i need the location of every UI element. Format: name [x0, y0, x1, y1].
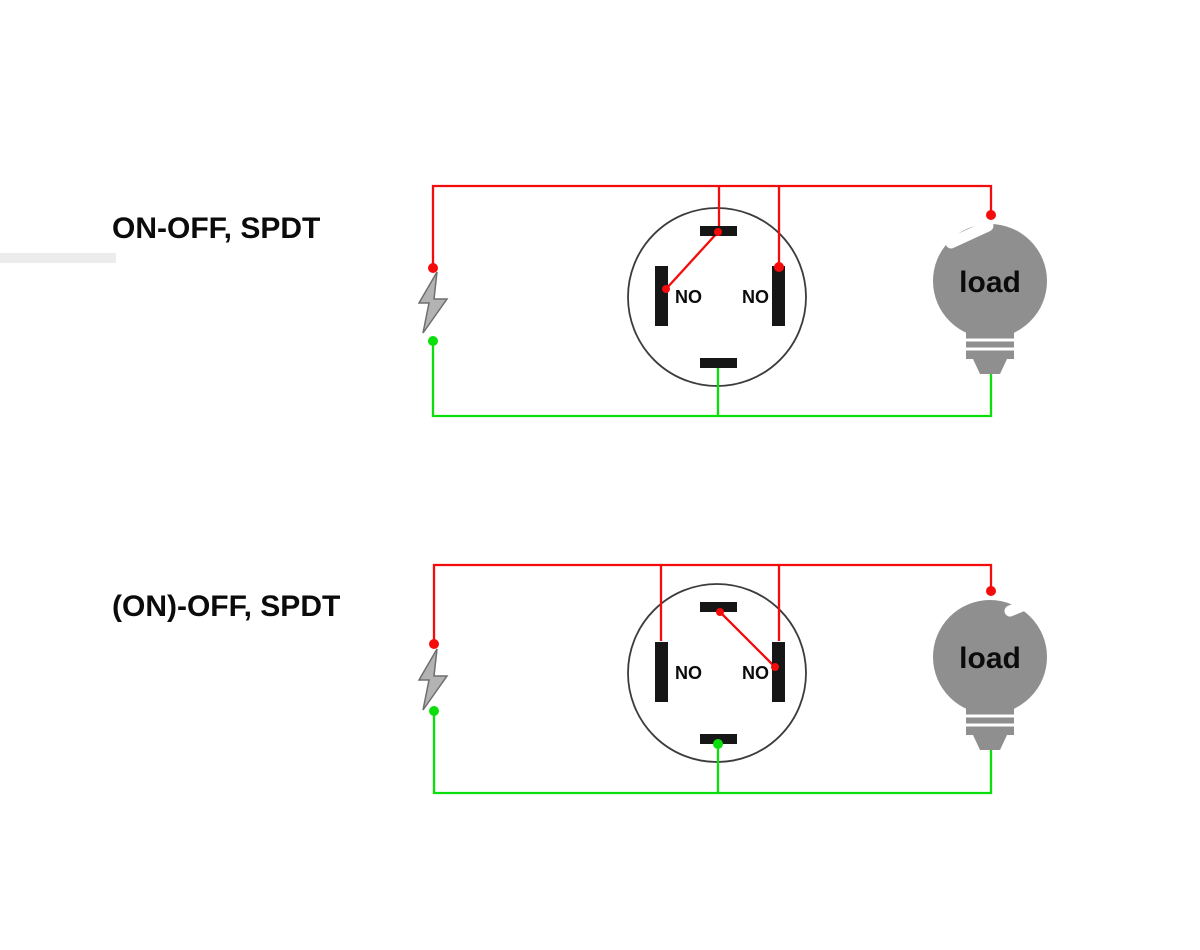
bulb-screw-base	[966, 707, 1014, 735]
switch-terminal-bottom	[700, 734, 737, 744]
scan-artifact	[0, 253, 116, 263]
connection-dot-source-positive	[429, 639, 439, 649]
lightning-bolt-icon	[417, 648, 449, 711]
light-bulb-icon: load	[933, 591, 1050, 750]
connection-dot-source-negative	[428, 336, 438, 346]
wire-positive-rail	[431, 184, 993, 265]
connection-dot-source-negative	[429, 706, 439, 716]
bulb-base-tip	[973, 735, 1007, 750]
switch-terminal-right	[772, 642, 785, 702]
no-label-left: NO	[675, 663, 702, 683]
wire-positive-rail	[432, 563, 993, 641]
connection-dot-load-positive	[986, 586, 996, 596]
wire-negative-rail	[431, 344, 993, 418]
switch-terminal-bottom	[700, 358, 737, 368]
bulb-glare-highlight	[945, 220, 994, 249]
diagram-momentary-on-off-spdt: (ON)-OFF, SPDT NO NO	[112, 563, 1050, 795]
contact-dot-common	[716, 608, 724, 616]
bulb-glass	[933, 600, 1047, 714]
load-label: load	[959, 642, 1021, 675]
wire-negative-rail	[432, 714, 993, 795]
load-label: load	[959, 266, 1021, 299]
lightning-bolt-icon	[417, 271, 449, 334]
switch-terminal-top	[700, 602, 737, 612]
switch-internal-contact-link	[665, 231, 719, 290]
bulb-glass	[933, 224, 1047, 338]
connection-dot-load-positive	[986, 210, 996, 220]
connection-dot-no-terminal	[774, 262, 784, 272]
connection-dot-bottom-terminal	[713, 739, 723, 749]
switch-internal-contact-link	[719, 611, 776, 668]
no-label-left: NO	[675, 287, 702, 307]
contact-dot-right	[771, 663, 779, 671]
switch-terminal-left	[655, 266, 668, 326]
bulb-screw-base	[966, 331, 1014, 359]
contact-dot-common	[714, 228, 722, 236]
contact-dot-left	[662, 285, 670, 293]
no-label-right: NO	[742, 287, 769, 307]
switch-terminal-left	[655, 642, 668, 702]
bulb-glare-highlight	[1004, 591, 1050, 617]
bulb-base-tip	[973, 359, 1007, 374]
no-label-right: NO	[742, 663, 769, 683]
diagram-title: ON-OFF, SPDT	[112, 212, 320, 245]
connection-dot-source-positive	[428, 263, 438, 273]
diagram-title: (ON)-OFF, SPDT	[112, 590, 340, 623]
light-bulb-icon: load	[933, 220, 1047, 374]
switch-terminal-right	[772, 266, 785, 326]
diagram-on-off-spdt: ON-OFF, SPDT NO NO	[0, 184, 1047, 418]
